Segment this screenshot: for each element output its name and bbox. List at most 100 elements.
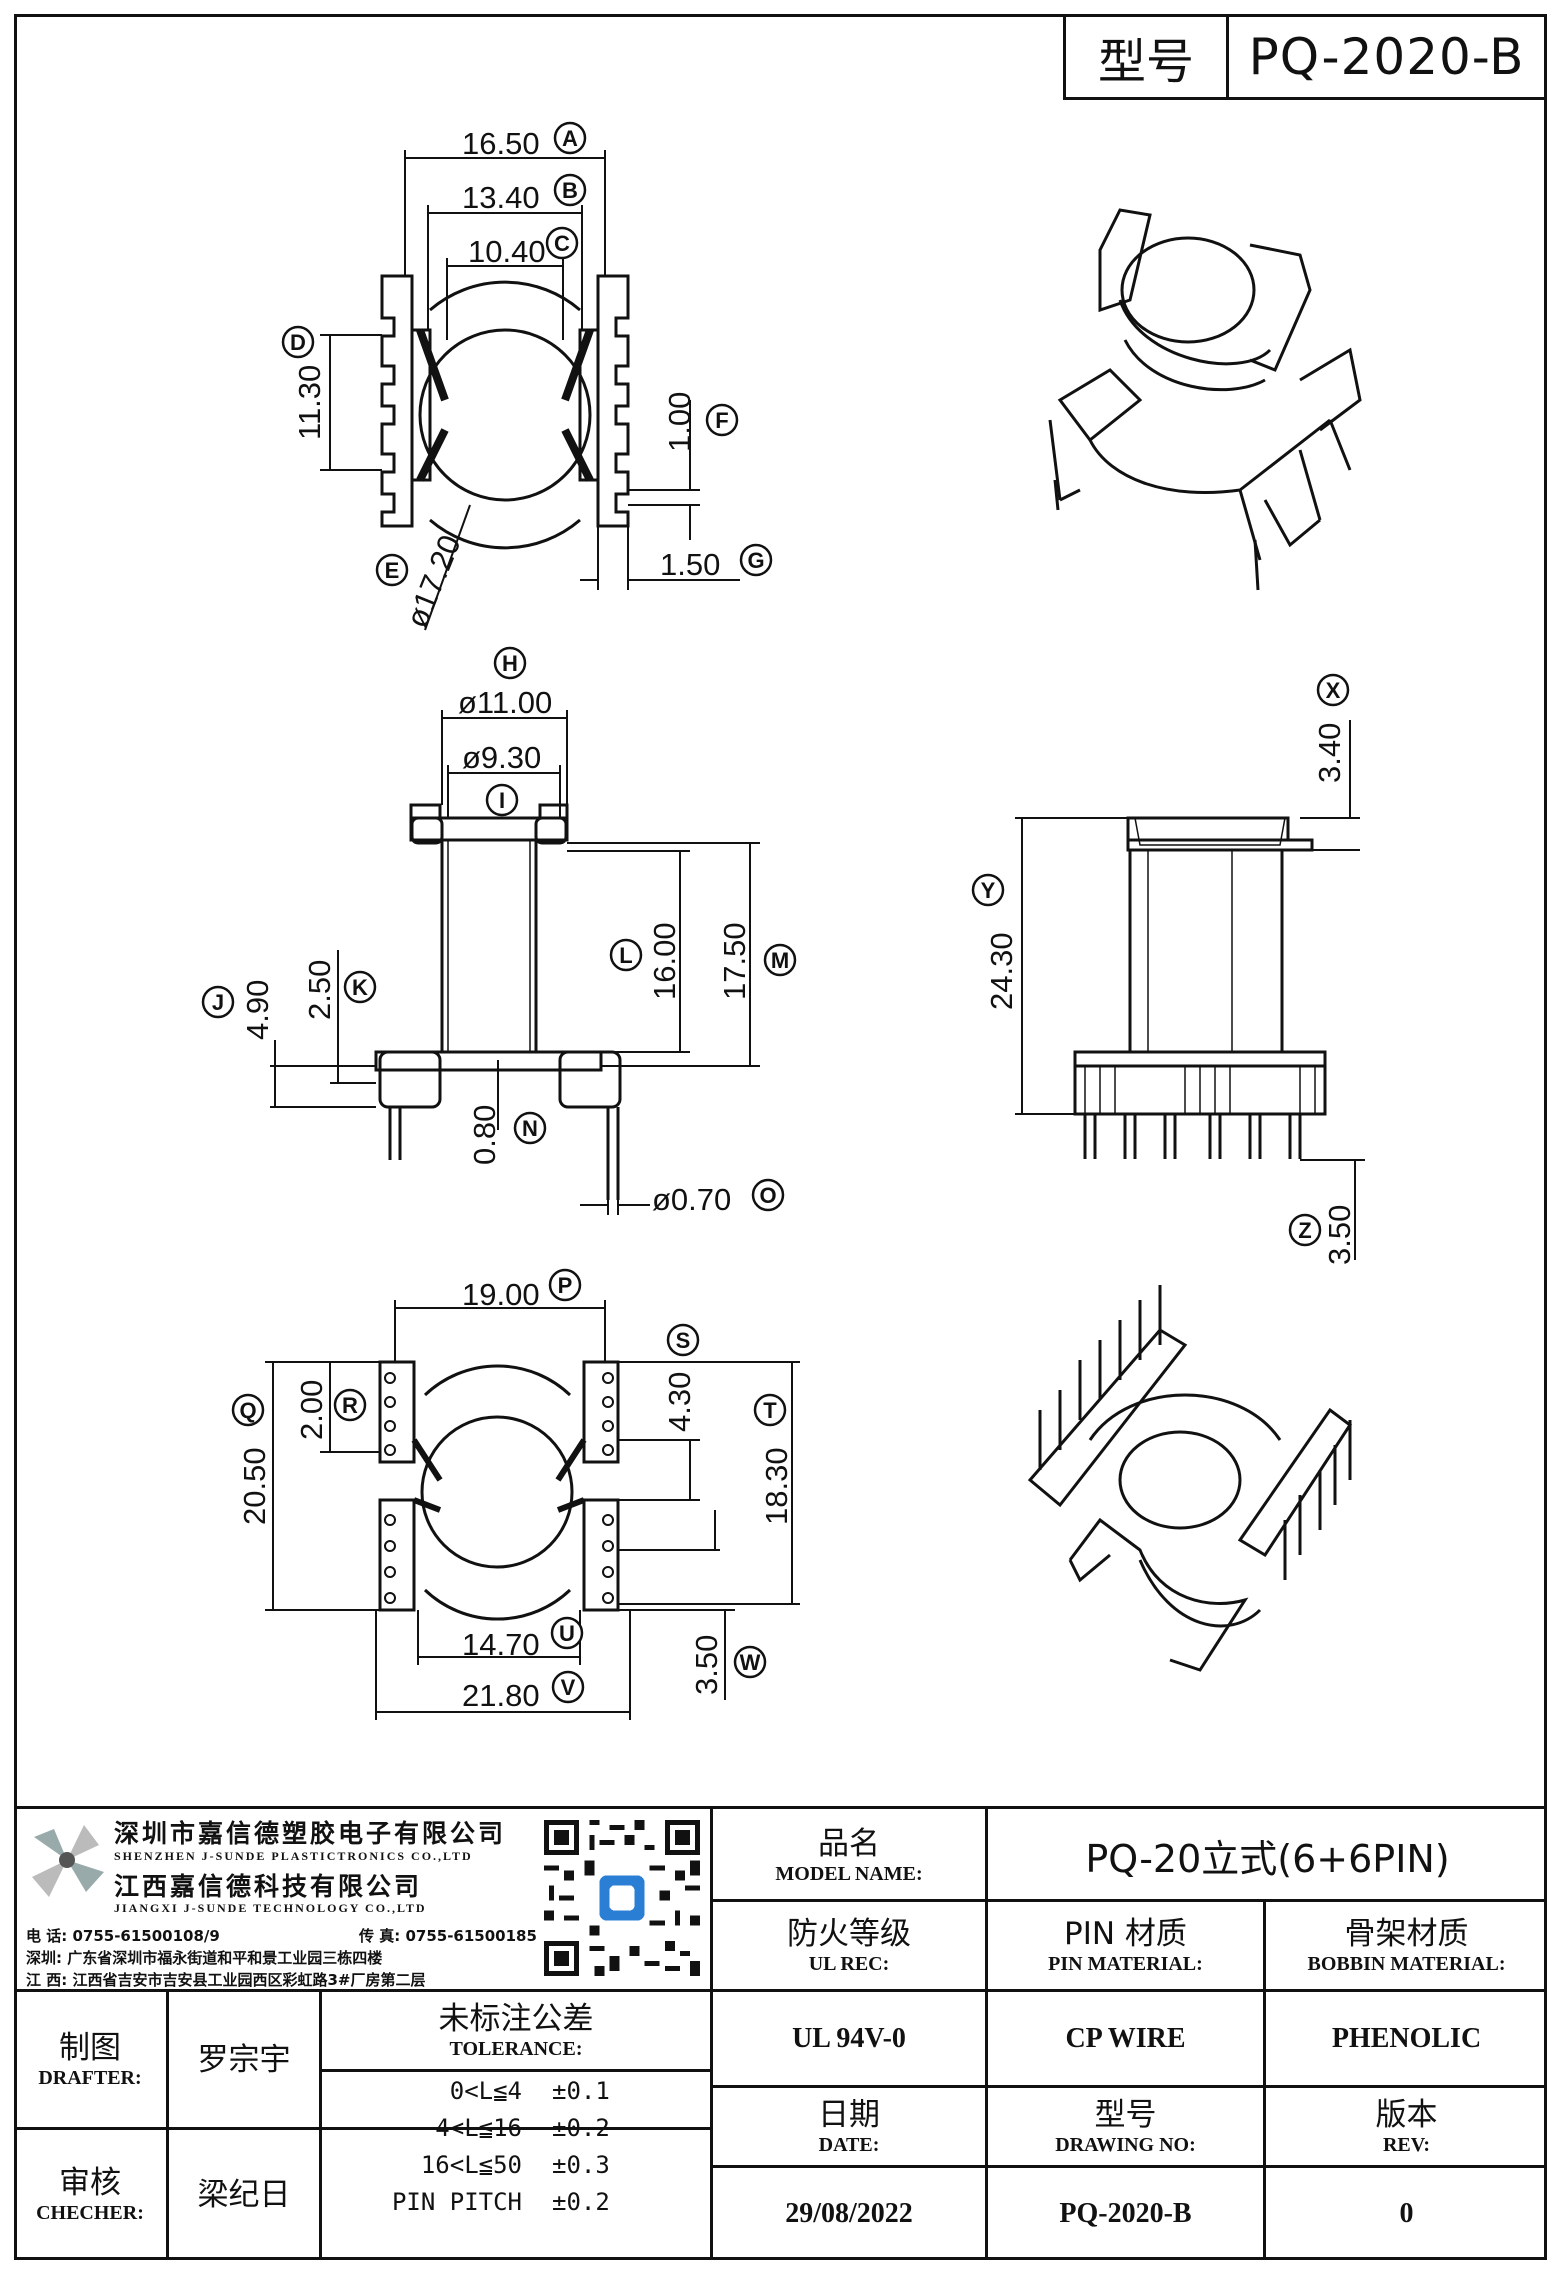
dim-F-tag: F — [705, 403, 739, 437]
dim-O-tag: O — [751, 1178, 785, 1212]
dim-B-value: 13.40 — [462, 180, 540, 215]
tolerance-table: 0<L≦4 ±0.1 4<L≦16 ±0.2 16<L≦50 ±0.3 PIN … — [322, 2077, 710, 2257]
bottom-view — [265, 1300, 800, 1720]
svg-text:E: E — [385, 558, 400, 583]
dim-I-value: ø9.30 — [462, 740, 541, 775]
svg-text:T: T — [763, 1398, 777, 1423]
iso-view-top — [1048, 208, 1362, 591]
company-address-sz: 深圳: 广东省深圳市福永街道和平和景工业园三栋四楼 — [26, 1949, 383, 1967]
dim-P-tag: P — [548, 1268, 582, 1302]
company-name-sz-en: SHENZHEN J-SUNDE PLASTICTRONICS CO.,LTD — [114, 1849, 473, 1863]
svg-text:D: D — [290, 330, 306, 355]
dim-G-tag: G — [739, 543, 773, 577]
dim-L-value: 16.00 — [647, 922, 682, 1000]
dim-V-tag: V — [551, 1670, 585, 1704]
company-fax: 传 真: 0755-61500185 — [359, 1927, 537, 1945]
dim-C-tag: C — [545, 226, 579, 260]
dim-K-value: 2.50 — [302, 960, 337, 1020]
drawing-no-value: PQ-2020-B — [1059, 2198, 1192, 2229]
dim-T-value: 18.30 — [759, 1447, 794, 1525]
top-view — [320, 150, 740, 631]
company-name-jx-en: JIANGXI J-SUNDE TECHNOLOGY CO.,LTD — [114, 1901, 427, 1915]
drawing-frame — [14, 14, 1547, 2260]
dim-E-tag: E — [375, 553, 409, 587]
model-name-label: 品名 MODEL NAME: — [775, 1825, 923, 1885]
dim-A-tag: A — [553, 121, 587, 155]
svg-text:N: N — [522, 1116, 538, 1141]
ul-rec-value: UL 94V-0 — [792, 2022, 906, 2054]
dim-U-value: 14.70 — [462, 1627, 540, 1662]
svg-text:A: A — [562, 126, 578, 151]
checker-value: 梁纪日 — [197, 2177, 291, 2213]
svg-text:Q: Q — [239, 1398, 256, 1423]
dim-D-tag: D — [281, 325, 315, 359]
dim-G-value: 1.50 — [660, 547, 720, 582]
tolerance-value: ±0.1 — [552, 2077, 610, 2105]
iso-view-bottom — [1027, 1285, 1353, 1672]
svg-text:U: U — [559, 1621, 575, 1646]
company-address-jx: 江 西: 江西省吉安市吉安县工业园西区彩虹路3#厂房第二层 — [26, 1971, 426, 1989]
company-phone: 电 话: 0755-61500108/9 — [26, 1927, 220, 1945]
pin-material-value: CP WIRE — [1065, 2022, 1186, 2054]
dim-W-tag: W — [733, 1645, 767, 1679]
date-value: 29/08/2022 — [785, 2198, 913, 2229]
drafter-value: 罗宗宇 — [197, 2041, 291, 2078]
dim-X-tag: X — [1316, 673, 1350, 707]
dim-M-tag: M — [763, 943, 797, 977]
dim-S-value: 4.30 — [662, 1372, 697, 1432]
svg-text:K: K — [352, 975, 368, 1000]
header-model-value: PQ-2020-B — [1248, 28, 1525, 86]
svg-text:C: C — [554, 231, 570, 256]
svg-text:Z: Z — [1298, 1218, 1311, 1243]
qr-code-image — [539, 1815, 705, 1981]
svg-text:H: H — [502, 651, 518, 676]
header-model-label: 型号 — [1066, 17, 1229, 97]
tolerance-range: 0<L≦4 — [449, 2077, 522, 2105]
dim-N-value: 0.80 — [467, 1105, 502, 1165]
dim-Y-tag: Y — [971, 873, 1005, 907]
dim-C-value: 10.40 — [468, 234, 546, 269]
title-block: 深圳市嘉信德塑胶电子有限公司 SHENZHEN J-SUNDE PLASTICT… — [14, 1806, 1547, 2260]
svg-text:F: F — [715, 408, 728, 433]
dim-Q-value: 20.50 — [237, 1447, 272, 1525]
dim-H-tag: H — [493, 646, 527, 680]
company-logo — [24, 1817, 110, 1903]
tolerance-range: 16<L≦50 — [420, 2151, 522, 2179]
dim-U-tag: U — [550, 1616, 584, 1650]
svg-text:L: L — [619, 943, 632, 968]
svg-text:S: S — [676, 1328, 691, 1353]
model-name-value: PQ-20立式(6+6PIN) — [1085, 1837, 1450, 1881]
dim-L-tag: L — [609, 938, 643, 972]
tolerance-range: 4<L≦16 — [435, 2114, 522, 2142]
dim-M-value: 17.50 — [717, 922, 752, 1000]
dim-P-value: 19.00 — [462, 1277, 540, 1312]
tolerance-value: ±0.2 — [552, 2114, 610, 2142]
svg-text:W: W — [740, 1650, 761, 1675]
dim-J-tag: J — [201, 985, 235, 1019]
dim-I-tag: I — [485, 783, 519, 817]
dim-T-tag: T — [753, 1393, 787, 1427]
rev-value: 0 — [1399, 2198, 1414, 2229]
dim-X-value: 3.40 — [1312, 723, 1347, 783]
svg-text:R: R — [342, 1393, 358, 1418]
svg-text:G: G — [747, 548, 764, 573]
dim-W-value: 3.50 — [689, 1635, 724, 1695]
dim-Z-tag: Z — [1288, 1213, 1322, 1247]
company-name-jx: 江西嘉信德科技有限公司 — [114, 1872, 423, 1901]
dim-J-value: 4.90 — [240, 980, 275, 1040]
dim-V-value: 21.80 — [462, 1678, 540, 1713]
svg-text:O: O — [759, 1183, 776, 1208]
dim-K-tag: K — [343, 970, 377, 1004]
dim-R-value: 2.00 — [294, 1380, 329, 1440]
technical-drawing: 16.50 A 13.40 B 10.40 C D 11.30 F 1.00 1… — [201, 121, 1365, 1720]
front-view — [270, 710, 760, 1215]
svg-text:V: V — [561, 1675, 576, 1700]
svg-text:M: M — [771, 948, 789, 973]
